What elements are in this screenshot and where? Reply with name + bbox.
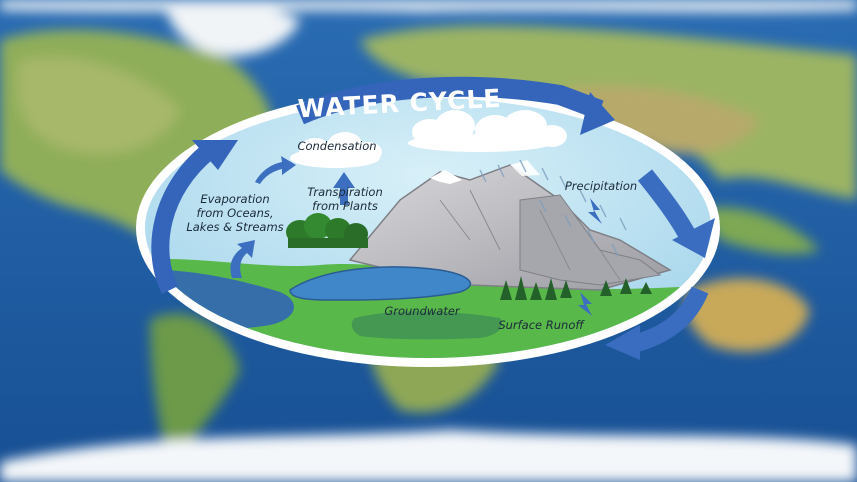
bottom-arrow-head-icon	[605, 325, 640, 360]
top-arrow-head-icon	[580, 92, 615, 135]
rain-cloud	[408, 110, 567, 152]
runoff-arrow-icon	[578, 292, 592, 316]
left-arrow-head-icon	[192, 140, 238, 170]
label-groundwater: Groundwater	[384, 304, 461, 318]
right-arrow-head-icon	[672, 218, 715, 258]
label-evaporation-line2: from Oceans,	[196, 206, 273, 220]
transpiration-arrow-icon	[333, 172, 355, 205]
rain	[479, 159, 627, 257]
label-transpiration-line1: Transpiration	[307, 185, 383, 199]
condensation-cloud	[290, 132, 382, 168]
label-evaporation-line1: Evaporation	[200, 192, 269, 206]
cycle-arrows	[151, 76, 715, 360]
evaporation-arrow-icon	[230, 240, 255, 278]
mountains	[348, 160, 672, 291]
groundwater-zone	[351, 311, 502, 340]
lake	[289, 266, 472, 301]
label-precipitation: Precipitation	[565, 179, 637, 193]
trees-left	[286, 213, 368, 248]
label-transpiration-line2: from Plants	[312, 199, 378, 213]
condensation-arrow-icon	[255, 156, 296, 184]
label-surface-runoff: Surface Runoff	[498, 318, 585, 332]
label-evaporation-line3: Lakes & Streams	[186, 220, 283, 234]
trees-right	[500, 276, 652, 300]
label-condensation: Condensation	[297, 139, 376, 153]
